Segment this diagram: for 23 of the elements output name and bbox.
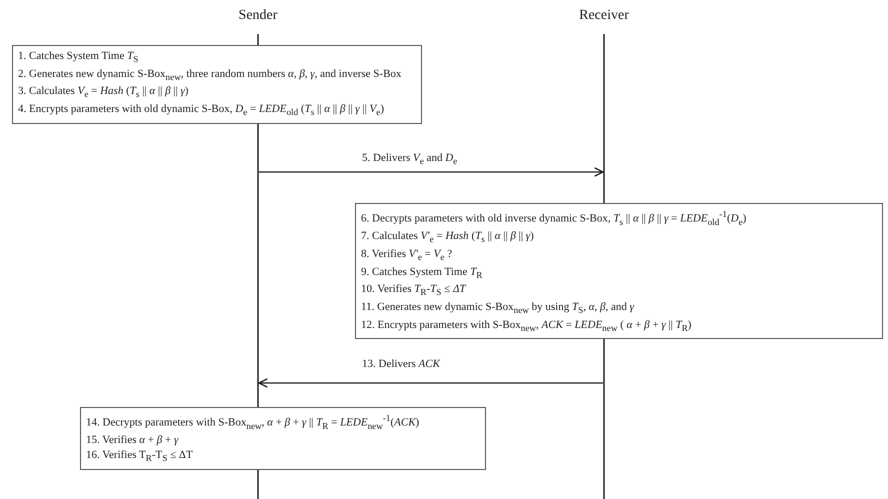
step-box [12,45,422,124]
edge-label: 13. Delivers ACK [362,358,440,370]
step-text: 4. Encrypts parameters with old dynamic S-Box, D$_{e}$ = LEDE$_{old}$ (T$_{s}$ || α || β || γ || V$_{e}$) [18,102,384,120]
participant-label: Sender [238,8,278,24]
step-text: 11. Generates new dynamic S-Box$_{new}$ by using T$_{S}$, α, β, and γ [361,300,634,318]
edge-label: 5. Delivers V$_{e}$ and D$_{e}$ [362,152,458,166]
step-text: 10. Verifies T$_{R}$-T$_{S}$ ≤ ΔT [361,282,466,300]
step-text: 6. Decrypts parameters with old inverse dynamic S-Box, T$_{s}$ || α || β || γ = LEDE$_{old}$$^{-1}$(D$_{e}$) [361,208,746,229]
step-text: 9. Catches System Time T$_{R}$ [361,264,482,282]
step-text: 1. Catches System Time T$_{S}$ [18,49,138,66]
step-text: 15. Verifies α + β + γ [86,433,178,448]
step-box [355,203,883,340]
step-text: 8. Verifies V'$_{e}$ = V$_{e}$ ? [361,247,452,264]
step-text: 3. Calculates V$_{e}$ = Hash (T$_{s}$ || α || β || γ) [18,84,188,102]
message-arrow [258,378,603,388]
step-text: 12. Encrypts parameters with S-Box$_{new}$, ACK = LEDE$_{new}$ ( α + β + γ || T$_{R}$) [361,318,692,335]
step-box [80,407,486,470]
step-text: 16. Verifies T$_{R}$-T$_{S}$ ≤ ΔT [86,448,193,466]
step-text: 7. Calculates V'$_{e}$ = Hash (T$_{s}$ || α || β || γ) [361,229,534,247]
message-arrow [259,167,604,177]
step-text: 2. Generates new dynamic S-Box$_{new}$, three random numbers α, β, γ, and inverse S-Box [18,66,402,84]
participant-label: Receiver [578,8,630,24]
step-text: 14. Decrypts parameters with S-Box$_{new}$, α + β + γ || T$_{R}$ = LEDE$_{new}$$^{-1}$(ACK) [86,412,420,433]
